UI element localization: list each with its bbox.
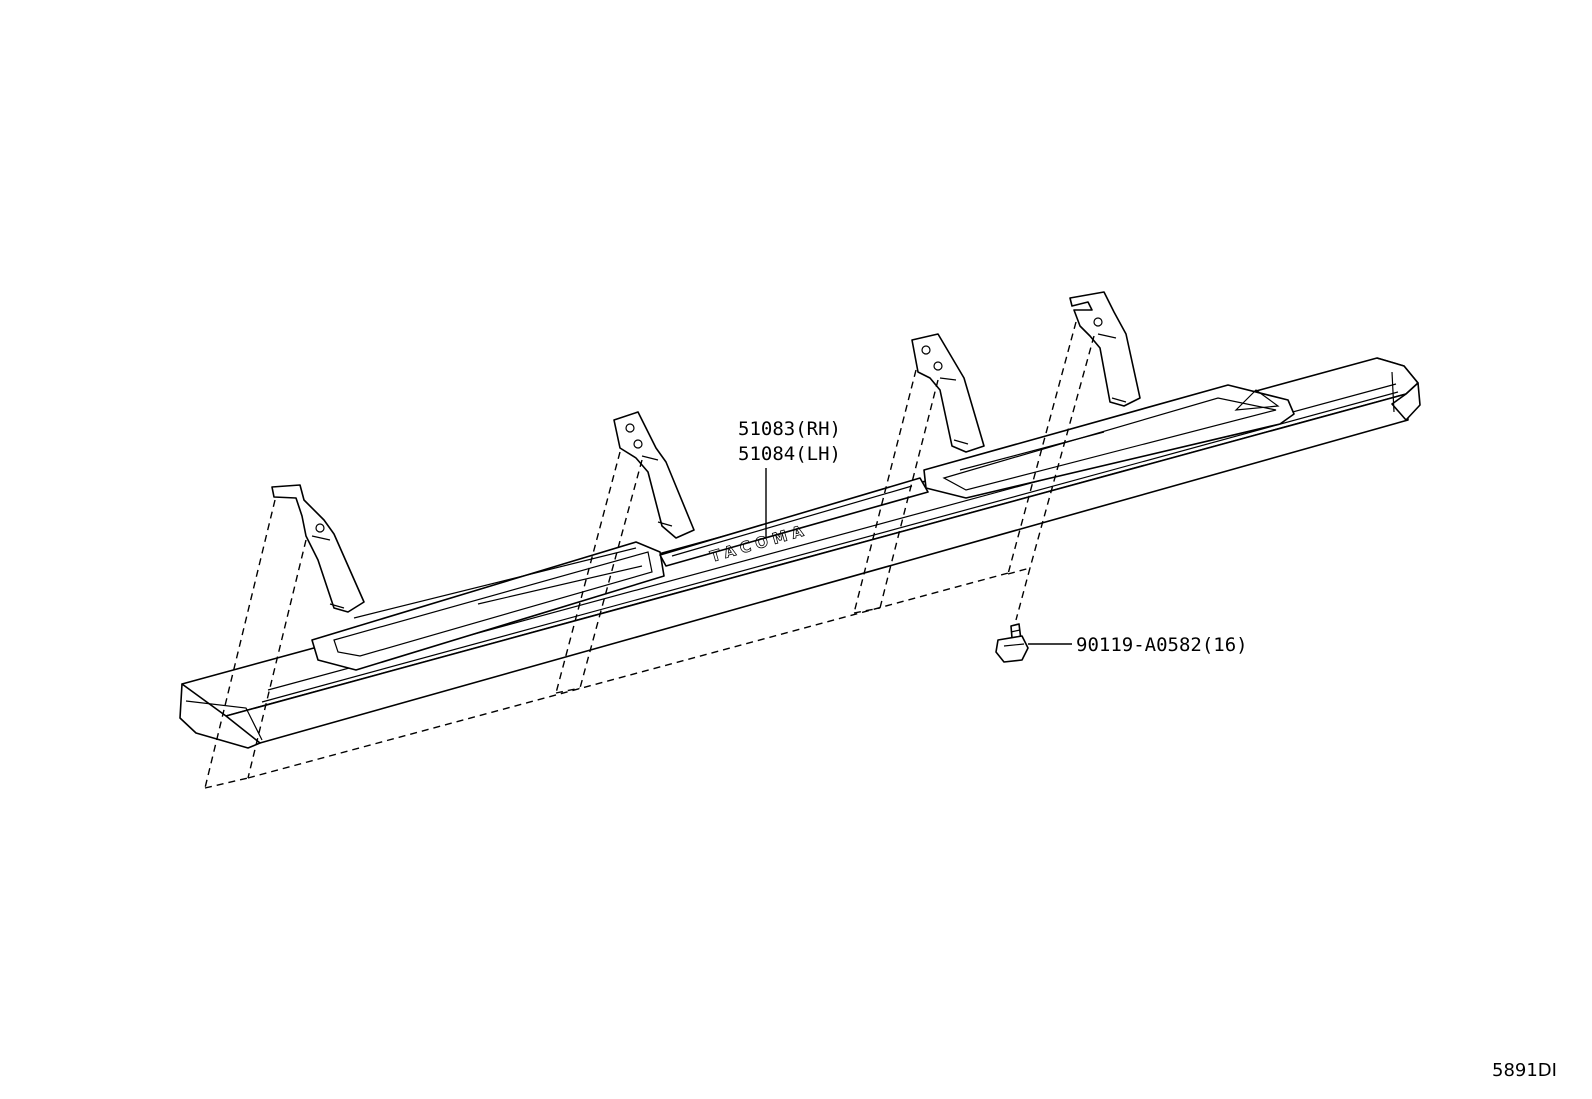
callout-bolt: 90119-A0582(16): [1076, 634, 1248, 656]
mounting-bracket[interactable]: [911, 333, 985, 453]
rear-step-pad[interactable]: [311, 541, 665, 671]
mounting-bracket[interactable]: [613, 411, 695, 539]
mounting-bracket[interactable]: [271, 484, 365, 613]
flange-bolt[interactable]: [995, 623, 1029, 663]
mounting-bracket[interactable]: [1069, 291, 1141, 407]
callout-step-lh: 51084(LH): [738, 443, 841, 465]
callout-step-rh: 51083(RH): [738, 418, 841, 440]
front-step-pad[interactable]: [923, 384, 1295, 499]
figure-code: 5891DI: [1492, 1060, 1557, 1081]
assembly-guide-lines: [204, 321, 1095, 789]
